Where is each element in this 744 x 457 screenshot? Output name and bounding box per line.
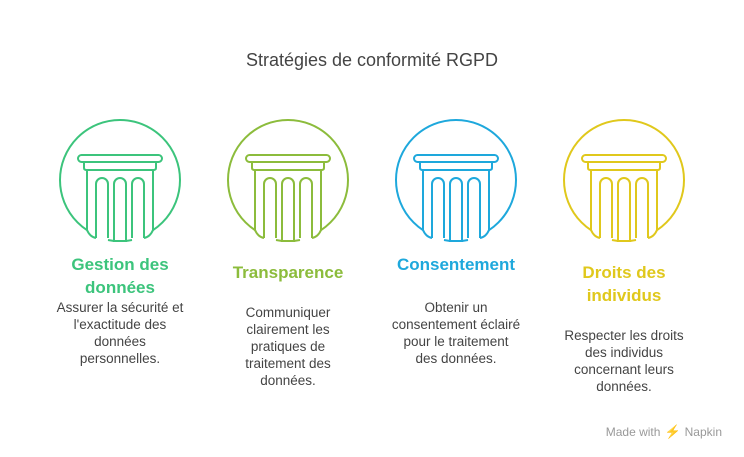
strategy-card: Transparence Communiquer clairement les … <box>204 115 372 389</box>
strategy-heading: Consentement <box>396 255 516 274</box>
strategy-heading: Droits des individus <box>582 263 666 305</box>
page-title: Stratégies de conformité RGPD <box>245 50 499 70</box>
strategy-card: Droits des individus Respecter les droit… <box>540 115 708 395</box>
strategy-card: Gestion des données Assurer la sécurité … <box>36 115 204 367</box>
napkin-logo-icon: ⚡ <box>664 424 681 439</box>
strategy-description: Assurer la sécurité et l'exactitude des … <box>56 300 184 366</box>
pillar-icon <box>395 119 517 247</box>
strategy-heading: Transparence <box>232 263 344 282</box>
strategy-description: Respecter les droits des individus conce… <box>564 328 684 394</box>
pillar-icon <box>59 119 181 247</box>
strategy-heading: Gestion des données <box>71 255 169 297</box>
brand-label: Napkin <box>684 425 722 439</box>
strategy-card: Consentement Obtenir un consentement écl… <box>372 115 540 367</box>
footer: Made with ⚡ Napkin <box>606 424 722 440</box>
made-with-label: Made with <box>605 425 661 439</box>
pillar-icon <box>227 119 349 247</box>
strategy-description: Obtenir un consentement éclairé pour le … <box>391 300 521 366</box>
pillar-icon <box>563 119 685 247</box>
strategy-description: Communiquer clairement les pratiques de … <box>245 305 331 388</box>
